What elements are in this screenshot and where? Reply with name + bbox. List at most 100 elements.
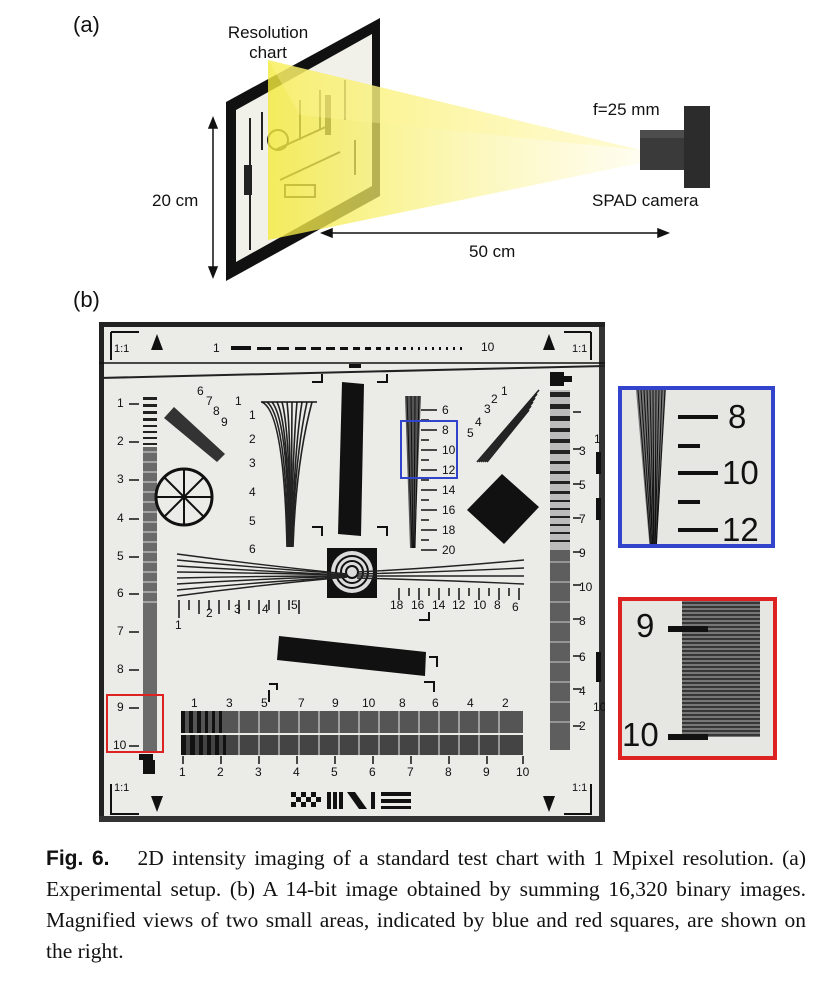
right-num-10: 10 xyxy=(593,700,605,714)
fan-tl-num: 6 xyxy=(197,384,204,398)
fan-tl-num: 7 xyxy=(206,394,213,408)
fan-tc-num: 2 xyxy=(249,432,256,446)
hscale-right-num: 10 xyxy=(473,598,487,612)
right-num: 10 xyxy=(579,580,593,594)
right-num: 3 xyxy=(579,444,586,458)
test-chart-image: 1:1 1:1 1 10 1:1 1:1 1 2 3 4 5 6 7 8 9 1… xyxy=(99,322,605,822)
right-num: 5 xyxy=(579,478,586,492)
right-num: 9 xyxy=(579,546,586,560)
zoom-blue-num: 8 xyxy=(728,398,747,435)
figure-caption: Fig. 6.2D intensity imaging of a standar… xyxy=(46,843,806,967)
right-num: 7 xyxy=(579,512,586,526)
bottom-top-num: 6 xyxy=(432,696,439,710)
top-bar-end: 10 xyxy=(481,340,495,354)
bottom-top-num: 8 xyxy=(399,696,406,710)
panel-b-label: (b) xyxy=(73,287,100,312)
fan-tc-num: 5 xyxy=(249,514,256,528)
fan-tr-1: 1 xyxy=(501,384,508,398)
left-num: 9 xyxy=(117,700,124,714)
hscale-left-num: 4 xyxy=(262,602,269,616)
test-chart-graphics xyxy=(99,322,605,822)
blue-highlight-box xyxy=(400,420,458,479)
vscale-num: 12 xyxy=(442,463,456,477)
bottom-bottom-num: 10 xyxy=(516,765,530,779)
fan-tr-num: 3 xyxy=(484,402,491,416)
light-beam xyxy=(268,60,640,240)
vscale-num: 6 xyxy=(442,403,449,417)
scale-label-top-left: 1:1 xyxy=(114,343,130,355)
hscale-right-num: 8 xyxy=(494,598,501,612)
left-num: 5 xyxy=(117,549,124,563)
bottom-top-num: 3 xyxy=(226,696,233,710)
hscale-left-num: 1 xyxy=(175,618,182,632)
bottom-top-num: 4 xyxy=(467,696,474,710)
left-num: 8 xyxy=(117,662,124,676)
distance-label: 50 cm xyxy=(469,242,516,261)
bottom-top-num: 9 xyxy=(332,696,339,710)
resolution-chart-label: Resolution chart xyxy=(218,23,318,63)
bottom-top-num: 10 xyxy=(362,696,376,710)
scale-label-bottom-right: 1:1 xyxy=(572,782,588,794)
hscale-left-num: 2 xyxy=(206,606,213,620)
camera-label: SPAD camera xyxy=(592,191,699,210)
bottom-top-num: 2 xyxy=(502,696,509,710)
bottom-bottom-num: 1 xyxy=(179,765,186,779)
left-num: 4 xyxy=(117,511,124,525)
bottom-bottom-num: 2 xyxy=(217,765,224,779)
fan-tc-num: 1 xyxy=(249,408,256,422)
height-label: 20 cm xyxy=(152,191,199,210)
red-highlight-box xyxy=(106,694,164,753)
hscale-left-num: 3 xyxy=(234,602,241,616)
left-num: 6 xyxy=(117,586,124,600)
hscale-right-num: 12 xyxy=(452,598,466,612)
left-num: 10 xyxy=(113,738,127,752)
camera-body xyxy=(684,106,710,188)
fan-tl-inner: 1 xyxy=(235,394,242,408)
fan-tr-num: 5 xyxy=(467,426,474,440)
top-bar-start: 1 xyxy=(213,341,220,355)
vscale-num: 18 xyxy=(442,523,456,537)
vscale-num: 16 xyxy=(442,503,456,517)
left-num: 1 xyxy=(117,396,124,410)
right-num: 4 xyxy=(579,684,586,698)
bottom-bottom-num: 5 xyxy=(331,765,338,779)
hscale-right-num: 14 xyxy=(432,598,446,612)
right-num: 1 xyxy=(594,432,601,446)
zoom-red-num: 10 xyxy=(622,716,659,753)
bottom-top-num: 7 xyxy=(298,696,305,710)
height-arrow xyxy=(207,115,219,280)
zoom-blue-num: 10 xyxy=(722,454,759,491)
fan-tl-num: 8 xyxy=(213,404,220,418)
setup-diagram xyxy=(207,18,710,281)
right-num: 6 xyxy=(579,650,586,664)
zoom-red-panel: 9 10 xyxy=(618,597,777,760)
left-num: 3 xyxy=(117,472,124,486)
lens-label: f=25 mm xyxy=(593,100,660,119)
zoom-red-graphics xyxy=(668,601,760,740)
bottom-top-num: 1 xyxy=(191,696,198,710)
fan-tr-num: 2 xyxy=(491,392,498,406)
scale-label-bottom-left: 1:1 xyxy=(114,782,130,794)
right-num: 8 xyxy=(579,614,586,628)
bottom-bottom-num: 4 xyxy=(293,765,300,779)
zoom-blue-panel: 8 10 12 xyxy=(618,386,775,548)
hscale-right-num: 16 xyxy=(411,598,425,612)
vscale-num: 10 xyxy=(442,443,456,457)
left-num: 2 xyxy=(117,434,124,448)
zoom-blue-graphics xyxy=(636,390,718,544)
panel-a-label: (a) xyxy=(73,12,100,37)
bottom-bottom-num: 9 xyxy=(483,765,490,779)
resolution-chart-label-line2: chart xyxy=(249,43,287,62)
scale-label-top-right: 1:1 xyxy=(572,343,588,355)
fan-tc-num: 3 xyxy=(249,456,256,470)
zoom-blue-num: 12 xyxy=(722,511,759,548)
bottom-bottom-num: 3 xyxy=(255,765,262,779)
hscale-right-num: 6 xyxy=(512,600,519,614)
fan-tl-num: 9 xyxy=(221,415,228,429)
vscale-num: 20 xyxy=(442,543,456,557)
fan-tc-num: 6 xyxy=(249,542,256,556)
zoom-red-num: 9 xyxy=(636,607,655,644)
fan-tc-num: 4 xyxy=(249,485,256,499)
bottom-top-num: 5 xyxy=(261,696,268,710)
bottom-bottom-num: 7 xyxy=(407,765,414,779)
